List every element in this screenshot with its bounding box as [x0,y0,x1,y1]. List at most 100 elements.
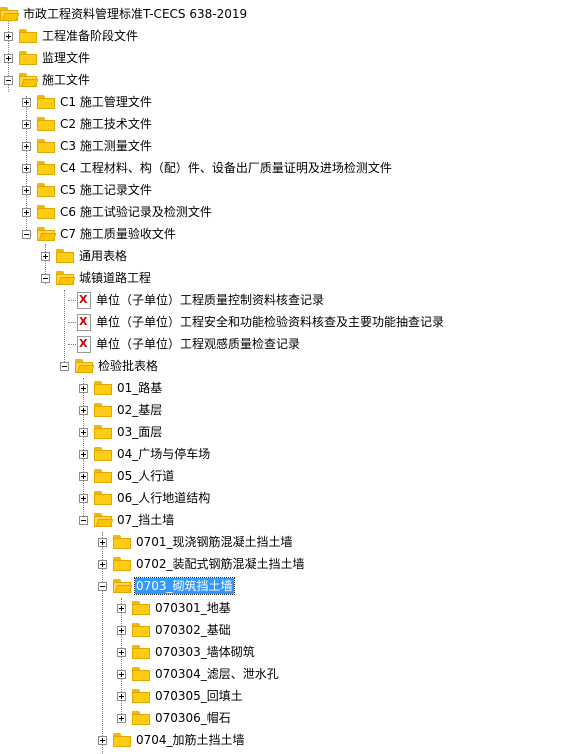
tree-node-02[interactable]: 02_基层 [79,399,163,421]
tree-node-0703[interactable]: 0703_砌筑挡土墙 [98,575,235,597]
node-label[interactable]: 单位（子单位）工程安全和功能检验资料核查及主要功能抽查记录 [96,315,445,329]
expand-icon[interactable] [4,31,13,41]
expand-icon[interactable] [79,383,88,393]
collapse-icon[interactable] [79,515,88,525]
tree-node-06[interactable]: 06_人行地道结构 [79,487,211,509]
node-label[interactable]: 070306_帽石 [155,711,231,725]
expand-icon[interactable] [79,449,88,459]
node-label[interactable]: C2 施工技术文件 [60,117,152,131]
expand-icon[interactable] [22,97,31,107]
tree-node-070302[interactable]: 070302_基础 [117,619,232,641]
node-label[interactable]: 02_基层 [117,403,163,417]
node-label[interactable]: C6 施工试验记录及检测文件 [60,205,212,219]
node-label[interactable]: C3 施工测量文件 [60,139,152,153]
node-label[interactable]: 06_人行地道结构 [117,491,211,505]
tree-node-c7[interactable]: C7 施工质量验收文件 [22,223,177,245]
tree-node-doc1[interactable]: X 单位（子单位）工程质量控制资料核查记录 [77,289,325,311]
node-label[interactable]: 070301_地基 [155,601,231,615]
expand-icon[interactable] [117,669,126,679]
expand-icon[interactable] [22,185,31,195]
tree-node-070304[interactable]: 070304_滤层、泄水孔 [117,663,280,685]
tree-node-c5[interactable]: C5 施工记录文件 [22,179,153,201]
node-label[interactable]: 05_人行道 [117,469,175,483]
tree-node-05[interactable]: 05_人行道 [79,465,175,487]
tree-node-doc2[interactable]: X 单位（子单位）工程安全和功能检验资料核查及主要功能抽查记录 [77,311,445,333]
tree-node-070305[interactable]: 070305_回填土 [117,685,244,707]
tree-node-urban-road[interactable]: 城镇道路工程 [41,267,152,289]
node-label[interactable]: C5 施工记录文件 [60,183,152,197]
node-label[interactable]: 07_挡土墙 [117,513,175,527]
expand-icon[interactable] [22,163,31,173]
expand-icon[interactable] [117,603,126,613]
expand-icon[interactable] [79,493,88,503]
tree-node-root[interactable]: 市政工程资料管理标准T-CECS 638-2019 [0,3,248,25]
expand-icon[interactable] [79,471,88,481]
node-label[interactable]: 0702_装配式钢筋混凝土挡土墙 [136,557,305,571]
tree-node-0702[interactable]: 0702_装配式钢筋混凝土挡土墙 [98,553,306,575]
node-label[interactable]: 04_广场与停车场 [117,447,211,461]
expand-icon[interactable] [117,691,126,701]
tree-node-prep[interactable]: 工程准备阶段文件 [4,25,139,47]
tree-node-c6[interactable]: C6 施工试验记录及检测文件 [22,201,213,223]
tree-node-07[interactable]: 07_挡土墙 [79,509,175,531]
node-label[interactable]: 01_路基 [117,381,163,395]
node-label[interactable]: C1 施工管理文件 [60,95,152,109]
tree-node-070301[interactable]: 070301_地基 [117,597,232,619]
tree-node-0704[interactable]: 0704_加筋土挡土墙 [98,729,246,751]
tree-node-c2[interactable]: C2 施工技术文件 [22,113,153,135]
tree-node-inspection-forms[interactable]: 检验批表格 [60,355,159,377]
node-label-selected[interactable]: 0703_砌筑挡土墙 [134,577,235,595]
expand-icon[interactable] [4,53,13,63]
tree-node-03[interactable]: 03_面层 [79,421,163,443]
node-label[interactable]: 通用表格 [79,249,128,263]
expand-icon[interactable] [22,119,31,129]
node-label[interactable]: 070304_滤层、泄水孔 [155,667,279,681]
tree-node-c3[interactable]: C3 施工测量文件 [22,135,153,157]
tree-node-c4[interactable]: C4 工程材料、构（配）件、设备出厂质量证明及进场检测文件 [22,157,393,179]
tree-connector [68,322,76,323]
expand-icon[interactable] [79,427,88,437]
expand-icon[interactable] [117,625,126,635]
collapse-icon[interactable] [98,581,107,591]
node-label[interactable]: 0704_加筋土挡土墙 [136,733,245,747]
node-label[interactable]: C4 工程材料、构（配）件、设备出厂质量证明及进场检测文件 [60,161,392,175]
expand-icon[interactable] [98,735,107,745]
collapse-icon[interactable] [4,75,13,85]
tree-node-c1[interactable]: C1 施工管理文件 [22,91,153,113]
node-label[interactable]: 工程准备阶段文件 [42,29,139,43]
node-label[interactable]: C7 施工质量验收文件 [60,227,176,241]
node-label[interactable]: 070303_墙体砌筑 [155,645,255,659]
node-label[interactable]: 0701_现浇钢筋混凝土挡土墙 [136,535,293,549]
tree-node-04[interactable]: 04_广场与停车场 [79,443,211,465]
node-label[interactable]: 单位（子单位）工程质量控制资料核查记录 [96,293,325,307]
tree-node-doc3[interactable]: X 单位（子单位）工程观感质量检查记录 [77,333,301,355]
node-label[interactable]: 03_面层 [117,425,163,439]
node-label[interactable]: 检验批表格 [98,359,159,373]
expand-icon[interactable] [22,207,31,217]
node-label[interactable]: 监理文件 [42,51,91,65]
tree-node-01[interactable]: 01_路基 [79,377,163,399]
folder-icon [19,29,37,43]
expand-icon[interactable] [117,647,126,657]
node-label[interactable]: 施工文件 [42,73,91,87]
collapse-icon[interactable] [60,361,69,371]
expand-icon[interactable] [22,141,31,151]
tree-node-070303[interactable]: 070303_墙体砌筑 [117,641,256,663]
node-label[interactable]: 070305_回填土 [155,689,243,703]
expand-icon[interactable] [98,559,107,569]
node-label[interactable]: 城镇道路工程 [79,271,152,285]
tree-node-general-forms[interactable]: 通用表格 [41,245,128,267]
tree-node-construction[interactable]: 施工文件 [4,69,91,91]
expand-icon[interactable] [41,251,50,261]
expand-icon[interactable] [79,405,88,415]
expand-icon[interactable] [98,537,107,547]
tree-node-0701[interactable]: 0701_现浇钢筋混凝土挡土墙 [98,531,294,553]
node-label[interactable]: 070302_基础 [155,623,231,637]
collapse-icon[interactable] [41,273,50,283]
tree-node-supervision[interactable]: 监理文件 [4,47,91,69]
node-label[interactable]: 市政工程资料管理标准T-CECS 638-2019 [23,7,248,21]
collapse-icon[interactable] [22,229,31,239]
expand-icon[interactable] [117,713,126,723]
tree-node-070306[interactable]: 070306_帽石 [117,707,232,729]
node-label[interactable]: 单位（子单位）工程观感质量检查记录 [96,337,301,351]
